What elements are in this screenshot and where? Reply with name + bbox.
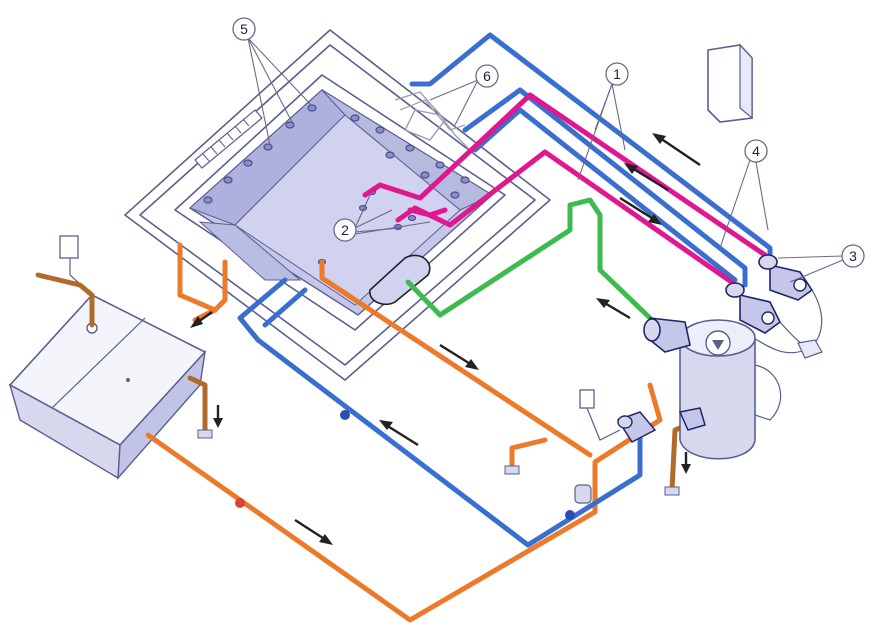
- flow-arrow-tank-outlet: [294, 518, 333, 545]
- flow-arrow-suction: [596, 298, 631, 320]
- drain-lines: [145, 242, 663, 623]
- spa-deck-outer: [124, 29, 551, 381]
- filter-tank: [679, 319, 782, 460]
- callout-6: 6: [483, 68, 491, 84]
- main-drain-pipe: [319, 259, 593, 458]
- jet-pipe-floor: [407, 207, 448, 218]
- flow-arrow-backwash: [681, 452, 691, 474]
- spa-tub: [124, 29, 551, 381]
- callout-3-circle: [841, 244, 865, 268]
- callout-2: 2: [341, 222, 349, 238]
- suction-line: [405, 197, 653, 321]
- jet-lines: [362, 92, 768, 291]
- return-pipe-main: [409, 32, 773, 268]
- wall-jets-left: [203, 104, 317, 204]
- callout-3: 3: [849, 248, 857, 264]
- spa-rim: [174, 74, 506, 331]
- callout-1: 1: [613, 66, 621, 82]
- blue-valve-2: [565, 510, 575, 520]
- valve-cluster: [579, 389, 706, 443]
- callouts: 5 6 1 4 3 2: [232, 17, 865, 283]
- circulation-pump: [643, 317, 691, 353]
- callout-2-circle: [333, 218, 357, 242]
- overflow-drain-pipe: [177, 242, 228, 313]
- control-panel: [707, 43, 753, 123]
- return-lines: [237, 32, 773, 548]
- flow-arrow-tank-waste: [213, 405, 223, 428]
- orange-valve: [235, 498, 245, 508]
- return-pipe-third: [472, 107, 738, 283]
- callout-5-circle: [232, 17, 256, 41]
- return-pipe-second: [462, 87, 748, 288]
- jet-pump-1: [758, 254, 814, 301]
- junction-box: [797, 339, 823, 359]
- balance-tank: [8, 235, 207, 480]
- suction-fitting: [369, 254, 431, 306]
- overflow-grate: [194, 109, 263, 169]
- floor-drain-branch: [509, 437, 548, 471]
- flow-arrow-circulation: [379, 420, 419, 447]
- air-lines: [394, 91, 471, 151]
- flow-arrows: [190, 133, 701, 545]
- tank-outlet-waste-pipe: [187, 375, 208, 435]
- jet-pump-2: [725, 282, 782, 334]
- circulation-return-pipe-b: [262, 287, 308, 328]
- circulation-return-pipe: [237, 277, 643, 548]
- suction-pipe: [405, 197, 653, 321]
- flow-arrow-return-1: [652, 133, 701, 166]
- tank-to-pump-pipe: [145, 382, 663, 623]
- flow-arrow-jet: [619, 196, 662, 225]
- blue-valve: [340, 410, 350, 420]
- jet-pumps: [725, 254, 823, 359]
- flow-arrow-drain: [439, 343, 479, 370]
- callout-1-circle: [605, 62, 629, 86]
- flow-arrow-return-2: [624, 163, 669, 192]
- callout-4-circle: [744, 139, 768, 163]
- callout-6-circle: [475, 64, 499, 88]
- spa-seat: [198, 221, 302, 281]
- wall-jets-right: [350, 114, 470, 199]
- callout-4: 4: [752, 143, 760, 159]
- spa-floor: [234, 114, 461, 306]
- callout-5: 5: [240, 21, 248, 37]
- jet-pipe-upper: [362, 92, 768, 258]
- tank-inlet-waste-pipe: [35, 272, 95, 328]
- flow-arrow-overflow: [190, 311, 213, 328]
